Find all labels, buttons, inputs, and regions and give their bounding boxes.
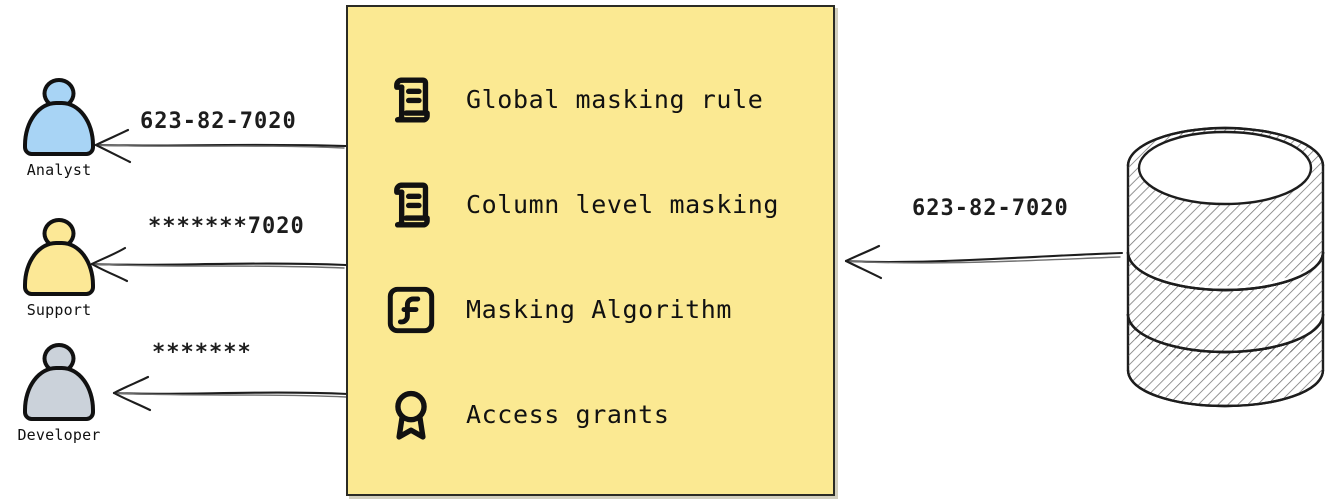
actor-support[interactable]: Support bbox=[4, 218, 114, 319]
list-item[interactable]: Column level masking bbox=[380, 152, 833, 257]
list-item[interactable]: Masking Algorithm bbox=[380, 257, 833, 362]
actor-label-analyst: Analyst bbox=[26, 161, 92, 179]
avatar-body-icon bbox=[23, 101, 95, 156]
list-item-label: Column level masking bbox=[466, 190, 780, 219]
actor-developer[interactable]: Developer bbox=[4, 343, 114, 444]
avatar-body-icon bbox=[23, 366, 95, 421]
actor-analyst[interactable]: Analyst bbox=[4, 78, 114, 179]
db-segment-top bbox=[1126, 126, 1325, 292]
arrow-to-developer bbox=[110, 374, 350, 414]
avatar bbox=[21, 343, 97, 421]
list-item[interactable]: Access grants bbox=[380, 362, 833, 467]
actor-label-support: Support bbox=[26, 301, 92, 319]
masking-policy-list: Global masking rule Column level masking bbox=[348, 7, 833, 494]
award-ribbon-icon bbox=[380, 384, 442, 446]
value-label-support: *******7020 bbox=[148, 214, 305, 239]
avatar bbox=[21, 218, 97, 296]
database-cylinder-icon bbox=[1118, 118, 1333, 408]
list-item[interactable]: Global masking rule bbox=[380, 47, 833, 152]
masking-policy-panel: Global masking rule Column level masking bbox=[346, 5, 835, 496]
scroll-document-icon bbox=[380, 174, 442, 236]
list-item-label: Masking Algorithm bbox=[466, 295, 733, 324]
arrow-to-analyst bbox=[92, 126, 348, 166]
function-box-icon bbox=[380, 279, 442, 341]
scroll-document-icon bbox=[380, 69, 442, 131]
list-item-label: Access grants bbox=[466, 400, 670, 429]
actor-label-developer: Developer bbox=[17, 426, 101, 444]
avatar-body-icon bbox=[23, 241, 95, 296]
arrow-database-to-panel bbox=[842, 240, 1124, 282]
value-label-developer: ******* bbox=[152, 340, 252, 365]
value-label-source: 623-82-7020 bbox=[912, 196, 1069, 221]
arrow-to-support bbox=[88, 245, 348, 285]
list-item-label: Global masking rule bbox=[466, 85, 764, 114]
value-label-analyst: 623-82-7020 bbox=[140, 109, 297, 134]
avatar bbox=[21, 78, 97, 156]
